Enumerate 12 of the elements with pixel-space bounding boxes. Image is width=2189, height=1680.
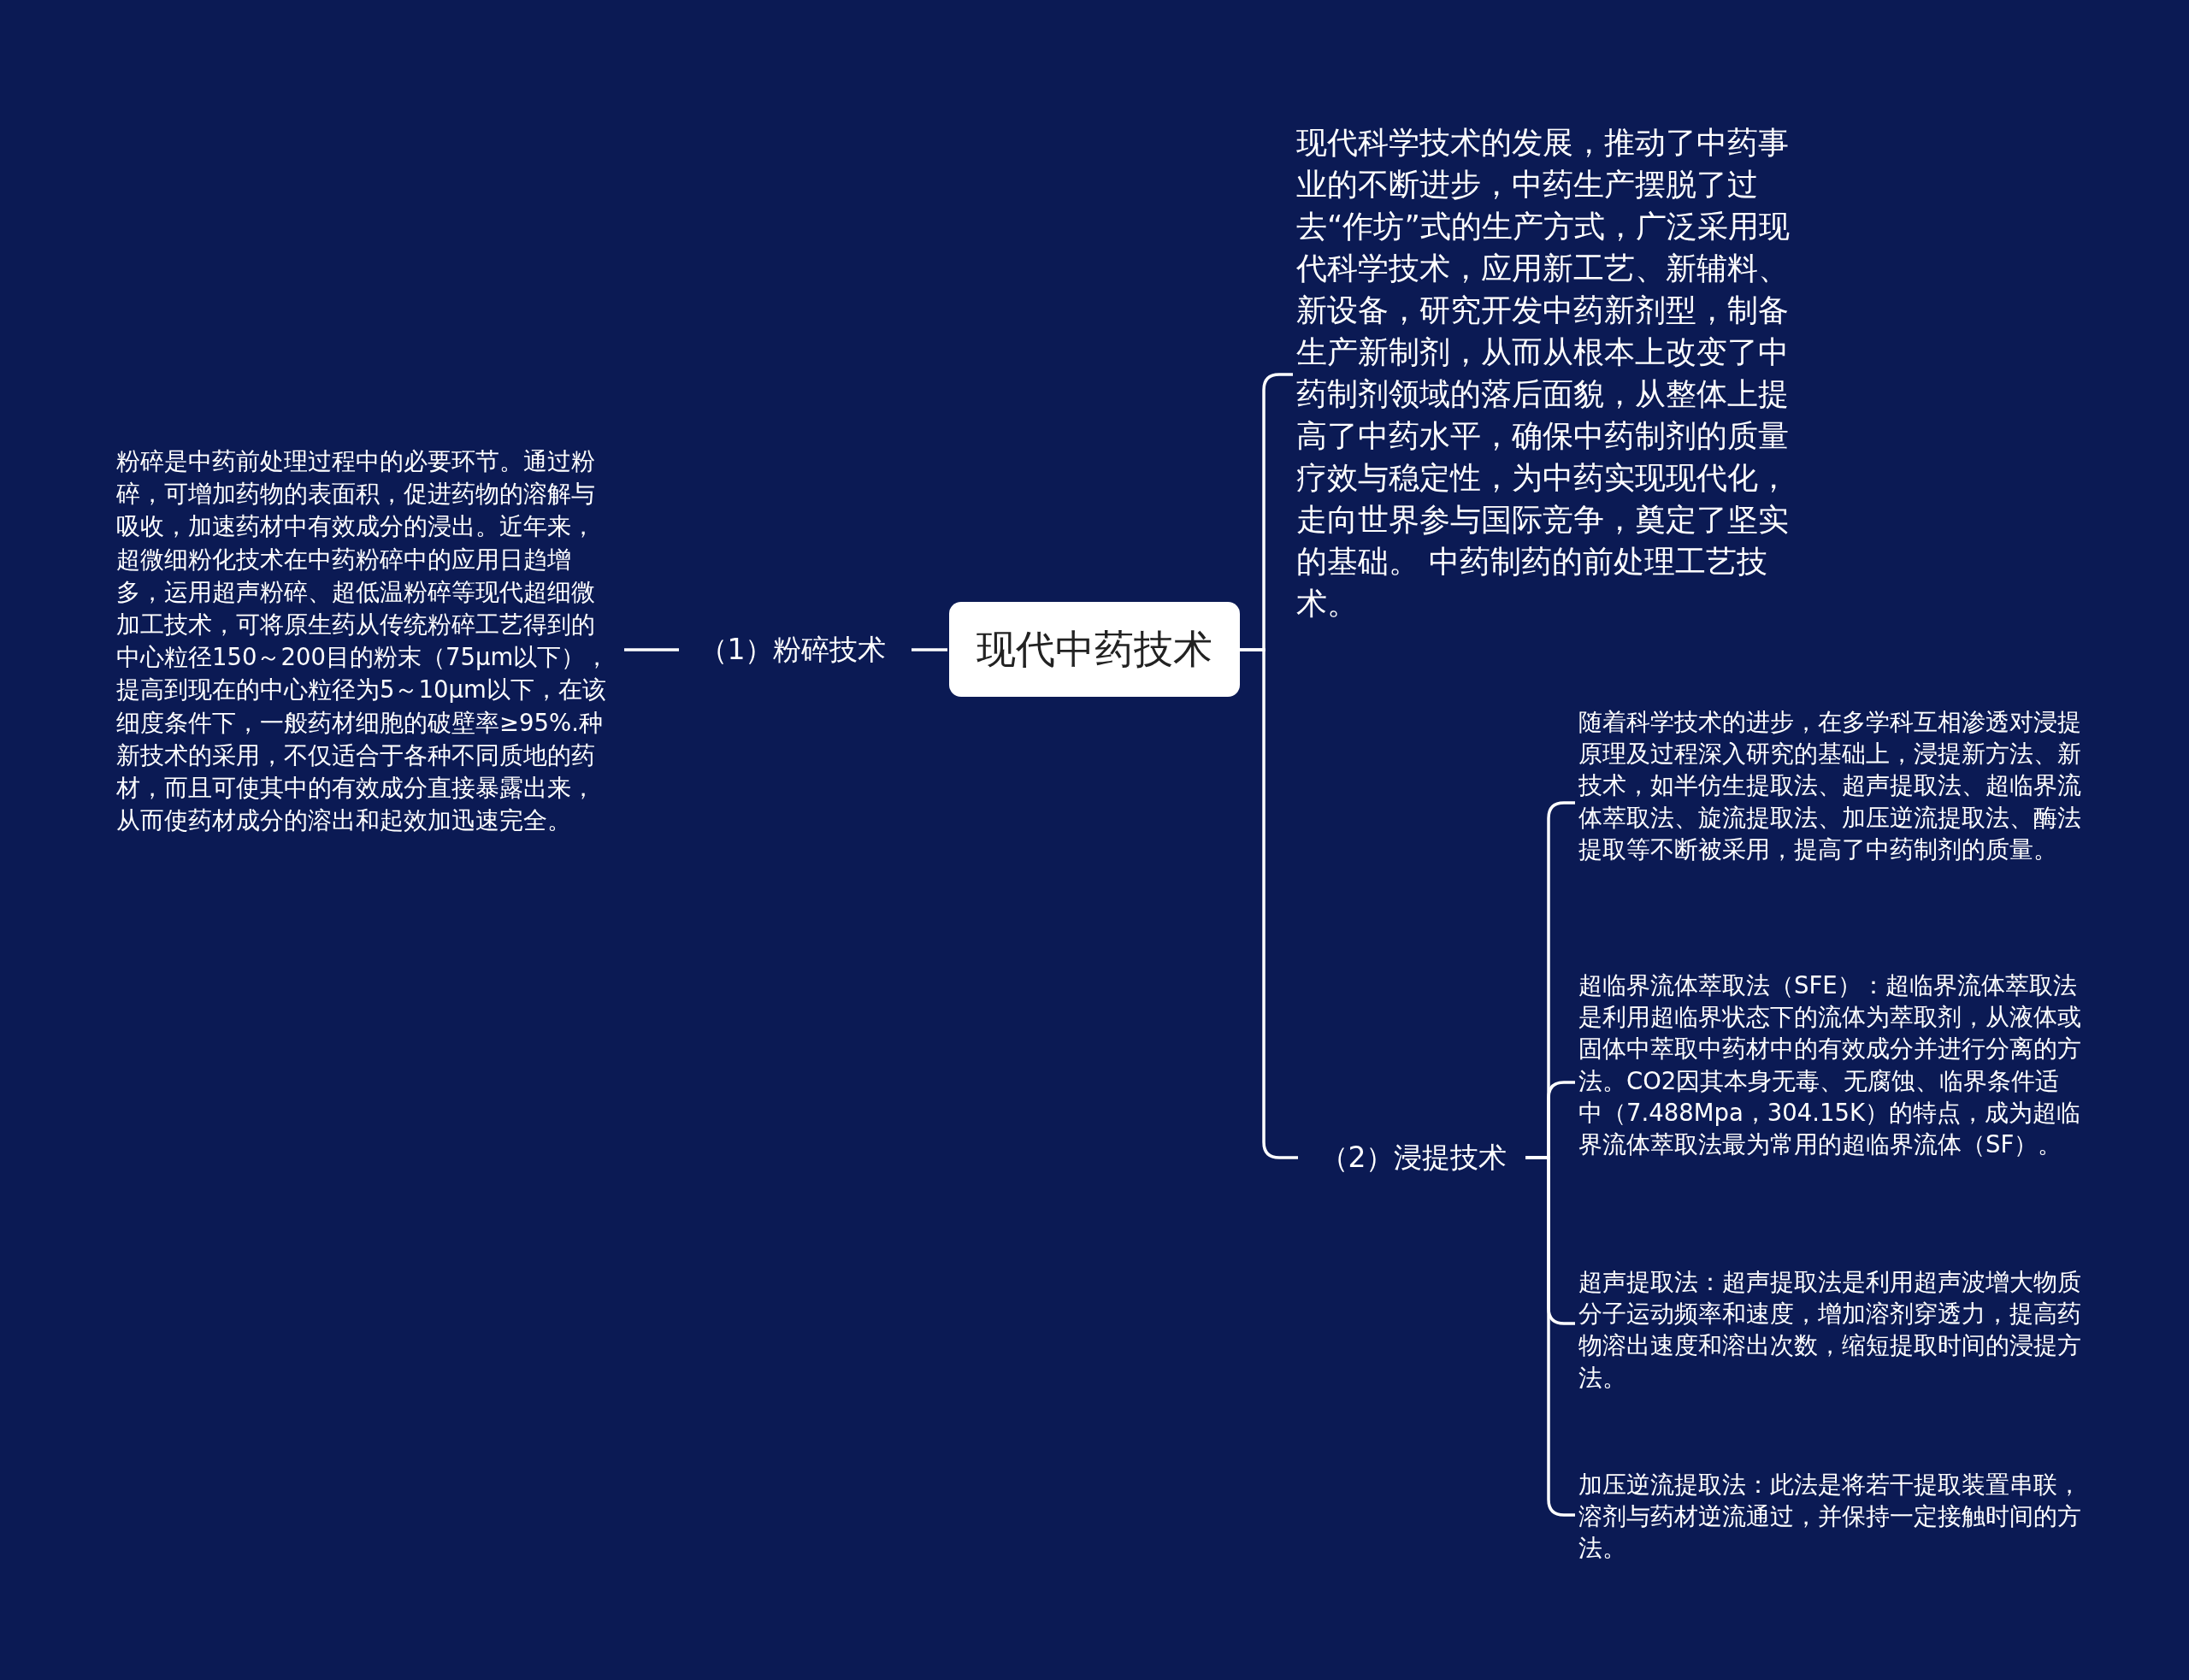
note-text: 超声提取法：超声提取法是利用超声波增大物质分子运动频率和速度，增加溶剂穿透力，提高药物溶出速度和溶出次数，缩短提取时间的浸提方法。: [1578, 1266, 2083, 1394]
note-text: 超临界流体萃取法（SFE）：超临界流体萃取法是利用超临界状态下的流体为萃取剂，从液体或固体中萃取中药材中的有效成分并进行分离的方法。CO2因其本身无毒、无腐蚀、临界条件适中（7.488Mpa，304.15K）的特点，成为超临界流体萃取法最为常用的超临界流体（SF）。: [1578, 970, 2083, 1161]
central-topic-box: 现代中药技术: [949, 602, 1240, 697]
subtopic-label: （2）浸提技术: [1301, 1136, 1525, 1179]
connector-line: [912, 648, 947, 651]
connector-line: [1240, 648, 1298, 1159]
note-text: 加压逆流提取法：此法是将若干提取装置串联，溶剂与药材逆流通过，并保持一定接触时间的方法。: [1578, 1469, 2083, 1565]
note-text: 粉碎是中药前处理过程中的必要环节。通过粉碎，可增加药物的表面积，促进药物的溶解与吸收，加速药材中有效成分的浸出。近年来，超微细粉化技术在中药粉碎中的应用日趋增多，运用超声粉碎、超低温粉碎等现代超细微加工技术，可将原生药从传统粉碎工艺得到的中心粒径150～200目的粉末（75μm以下），提高到现在的中心粒径为5～10μm以下，在该细度条件下，一般药材细胞的破壁率≥95%.种新技术的采用，不仅适合于各种不同质地的药材，而且可使其中的有效成分直接暴露出来，从而使药材成分的溶出和起效加迅速完全。: [116, 445, 617, 837]
note-text: 现代科学技术的发展，推动了中药事业的不断进步，中药生产摆脱了过去“作坊”式的生产方式，广泛采用现代科学技术，应用新工艺、新辅料、新设备，研究开发中药新剂型，制备生产新制剂，从而从根本上改变了中药制剂领域的落后面貌，从整体上提高了中药水平，确保中药制剂的质量疗效与稳定性，为中药实现现代化，走向世界参与国际竞争，奠定了坚实的基础。 中药制药的前处理工艺技术。: [1296, 121, 1792, 624]
subtopic-label: （1）粉碎技术: [681, 628, 905, 671]
note-text: 随着科学技术的进步，在多学科互相渗透对浸提原理及过程深入研究的基础上，浸提新方法、新技术，如半仿生提取法、超声提取法、超临界流体萃取法、旋流提取法、加压逆流提取法、酶法提取等不断被采用，提高了中药制剂的质量。: [1578, 706, 2083, 865]
connector-line: [624, 648, 679, 651]
